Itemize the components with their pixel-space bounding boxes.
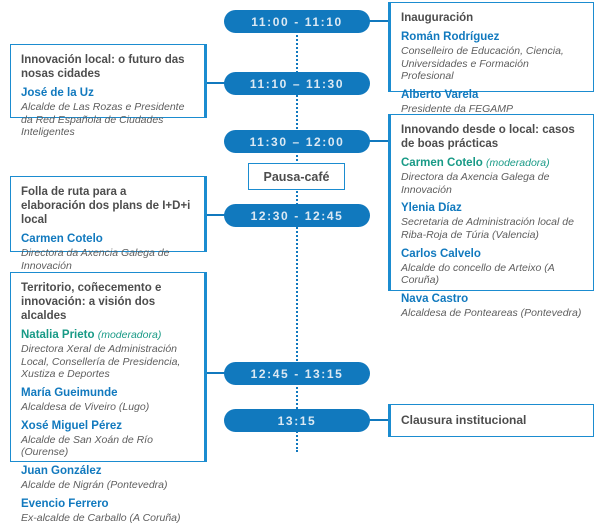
time-pill-slot-4[interactable]: 12:30 - 12:45 <box>224 204 370 227</box>
person-role: Alcaldesa de Viveiro (Lugo) <box>21 401 150 414</box>
time-pill-slot-1[interactable]: 11:00 - 11:10 <box>224 10 370 33</box>
session-panel-inauguracion[interactable]: Inauguración Román Rodríguez Conselleiro… <box>388 2 594 115</box>
break-box-pausa-cafe: Pausa-café <box>248 163 345 190</box>
person-role: Alcalde de Las Rozas e Presidente da Red… <box>21 100 185 139</box>
time-pill-slot-6[interactable]: 13:15 <box>224 409 370 432</box>
person-entry: José de la Uz Alcalde de Las Rozas e Pre… <box>21 87 194 139</box>
person-role: Alcalde de Nigrán (Pontevedra) <box>21 479 168 492</box>
person-name: Carmen Cotelo <box>21 233 103 246</box>
agenda-timeline: 11:00 - 11:10 11:10 – 11:30 11:30 – 12:0… <box>10 2 594 524</box>
person-name: Ylenia Díaz <box>401 202 462 215</box>
time-pill-slot-2[interactable]: 11:10 – 11:30 <box>224 72 370 95</box>
person-role: Presidente da FEGAMP <box>401 103 514 115</box>
person-role: Alcalde de San Xoán de Río (Ourense) <box>21 433 153 459</box>
session-panel-territorio[interactable]: Territorio, coñecemento e innovación: a … <box>10 272 207 524</box>
person-entry: Ylenia Díaz Secretaria de Administración… <box>401 202 583 241</box>
timeline-spine <box>296 12 298 452</box>
person-role: Directora da Axencia Galega de Innovació… <box>401 170 550 196</box>
person-name: Evencio Ferrero <box>21 497 109 510</box>
person-name: Carlos Calvelo <box>401 247 481 260</box>
person-role: Conselleiro de Educación, Ciencia, Unive… <box>401 44 564 83</box>
person-name: Xosé Miguel Pérez <box>21 419 122 432</box>
person-name: María Gueimunde <box>21 387 118 400</box>
person-entry: Evencio Ferrero Ex-alcalde de Carballo (… <box>21 498 194 524</box>
connector-slot-4-left <box>205 214 226 216</box>
session-title: Innovación local: o futuro das nosas cid… <box>21 54 185 81</box>
person-entry: Alberto Varela Presidente da FEGAMP <box>401 89 583 116</box>
session-title: Territorio, coñecemento e innovación: a … <box>21 282 162 323</box>
connector-slot-1-right <box>368 20 390 22</box>
person-name: José de la Uz <box>21 87 94 100</box>
connector-slot-3-right <box>368 140 390 142</box>
session-title: Innovando desde o local: casos de boas p… <box>401 124 575 151</box>
person-name: Juan González <box>21 465 102 478</box>
connector-slot-5-left <box>205 372 226 374</box>
person-role: Directora da Axencia Galega de Innovació… <box>21 246 170 272</box>
person-entry: Natalia Prieto (moderadora) Directora Xe… <box>21 329 194 381</box>
connector-slot-2-left <box>205 82 226 84</box>
person-role: Alcalde do concello de Arteixo (A Coruña… <box>401 261 555 287</box>
session-panel-folla-ruta[interactable]: Folla de ruta para a elaboración dos pla… <box>10 176 207 272</box>
person-role: Alcaldesa de Ponteareas (Pontevedra) <box>401 307 582 319</box>
person-name: Carmen Cotelo (moderadora) <box>401 157 583 171</box>
person-name-text: Natalia Prieto <box>21 329 95 342</box>
person-name: Natalia Prieto (moderadora) <box>21 329 194 343</box>
person-entry: Xosé Miguel Pérez Alcalde de San Xoán de… <box>21 420 194 459</box>
session-title: Inauguración <box>401 12 474 24</box>
person-entry: Nava Castro Alcaldesa de Ponteareas (Pon… <box>401 293 583 320</box>
connector-slot-6-right <box>368 419 390 421</box>
person-entry: Carmen Cotelo (moderadora) Directora da … <box>401 157 583 196</box>
person-role: Directora Xeral de Administración Local,… <box>21 342 181 381</box>
person-role: Ex-alcalde de Carballo (A Coruña) <box>21 511 181 524</box>
session-panel-innovacion-local[interactable]: Innovación local: o futuro das nosas cid… <box>10 44 207 138</box>
person-name: Alberto Varela <box>401 89 479 102</box>
person-entry: Román Rodríguez Conselleiro de Educación… <box>401 31 583 83</box>
time-pill-slot-3[interactable]: 11:30 – 12:00 <box>224 130 370 153</box>
person-entry: María Gueimunde Alcaldesa de Viveiro (Lu… <box>21 387 194 414</box>
session-title: Folla de ruta para a elaboración dos pla… <box>21 186 191 227</box>
session-panel-clausura[interactable]: Clausura institucional <box>388 404 594 437</box>
person-entry: Juan González Alcalde de Nigrán (Ponteve… <box>21 465 194 492</box>
person-role: Secretaria de Administración local de Ri… <box>401 216 574 242</box>
person-entry: Carmen Cotelo Directora da Axencia Galeg… <box>21 233 194 272</box>
person-name-text: Carmen Cotelo <box>401 157 483 170</box>
moderator-tag: (moderadora) <box>97 329 162 342</box>
moderator-tag: (moderadora) <box>486 157 550 170</box>
person-name: Nava Castro <box>401 293 469 306</box>
person-entry: Carlos Calvelo Alcalde do concello de Ar… <box>401 248 583 287</box>
person-name: Román Rodríguez <box>401 31 500 44</box>
session-panel-innovando-local[interactable]: Innovando desde o local: casos de boas p… <box>388 114 594 319</box>
time-pill-slot-5[interactable]: 12:45 - 13:15 <box>224 362 370 385</box>
session-title: Clausura institucional <box>401 413 527 427</box>
